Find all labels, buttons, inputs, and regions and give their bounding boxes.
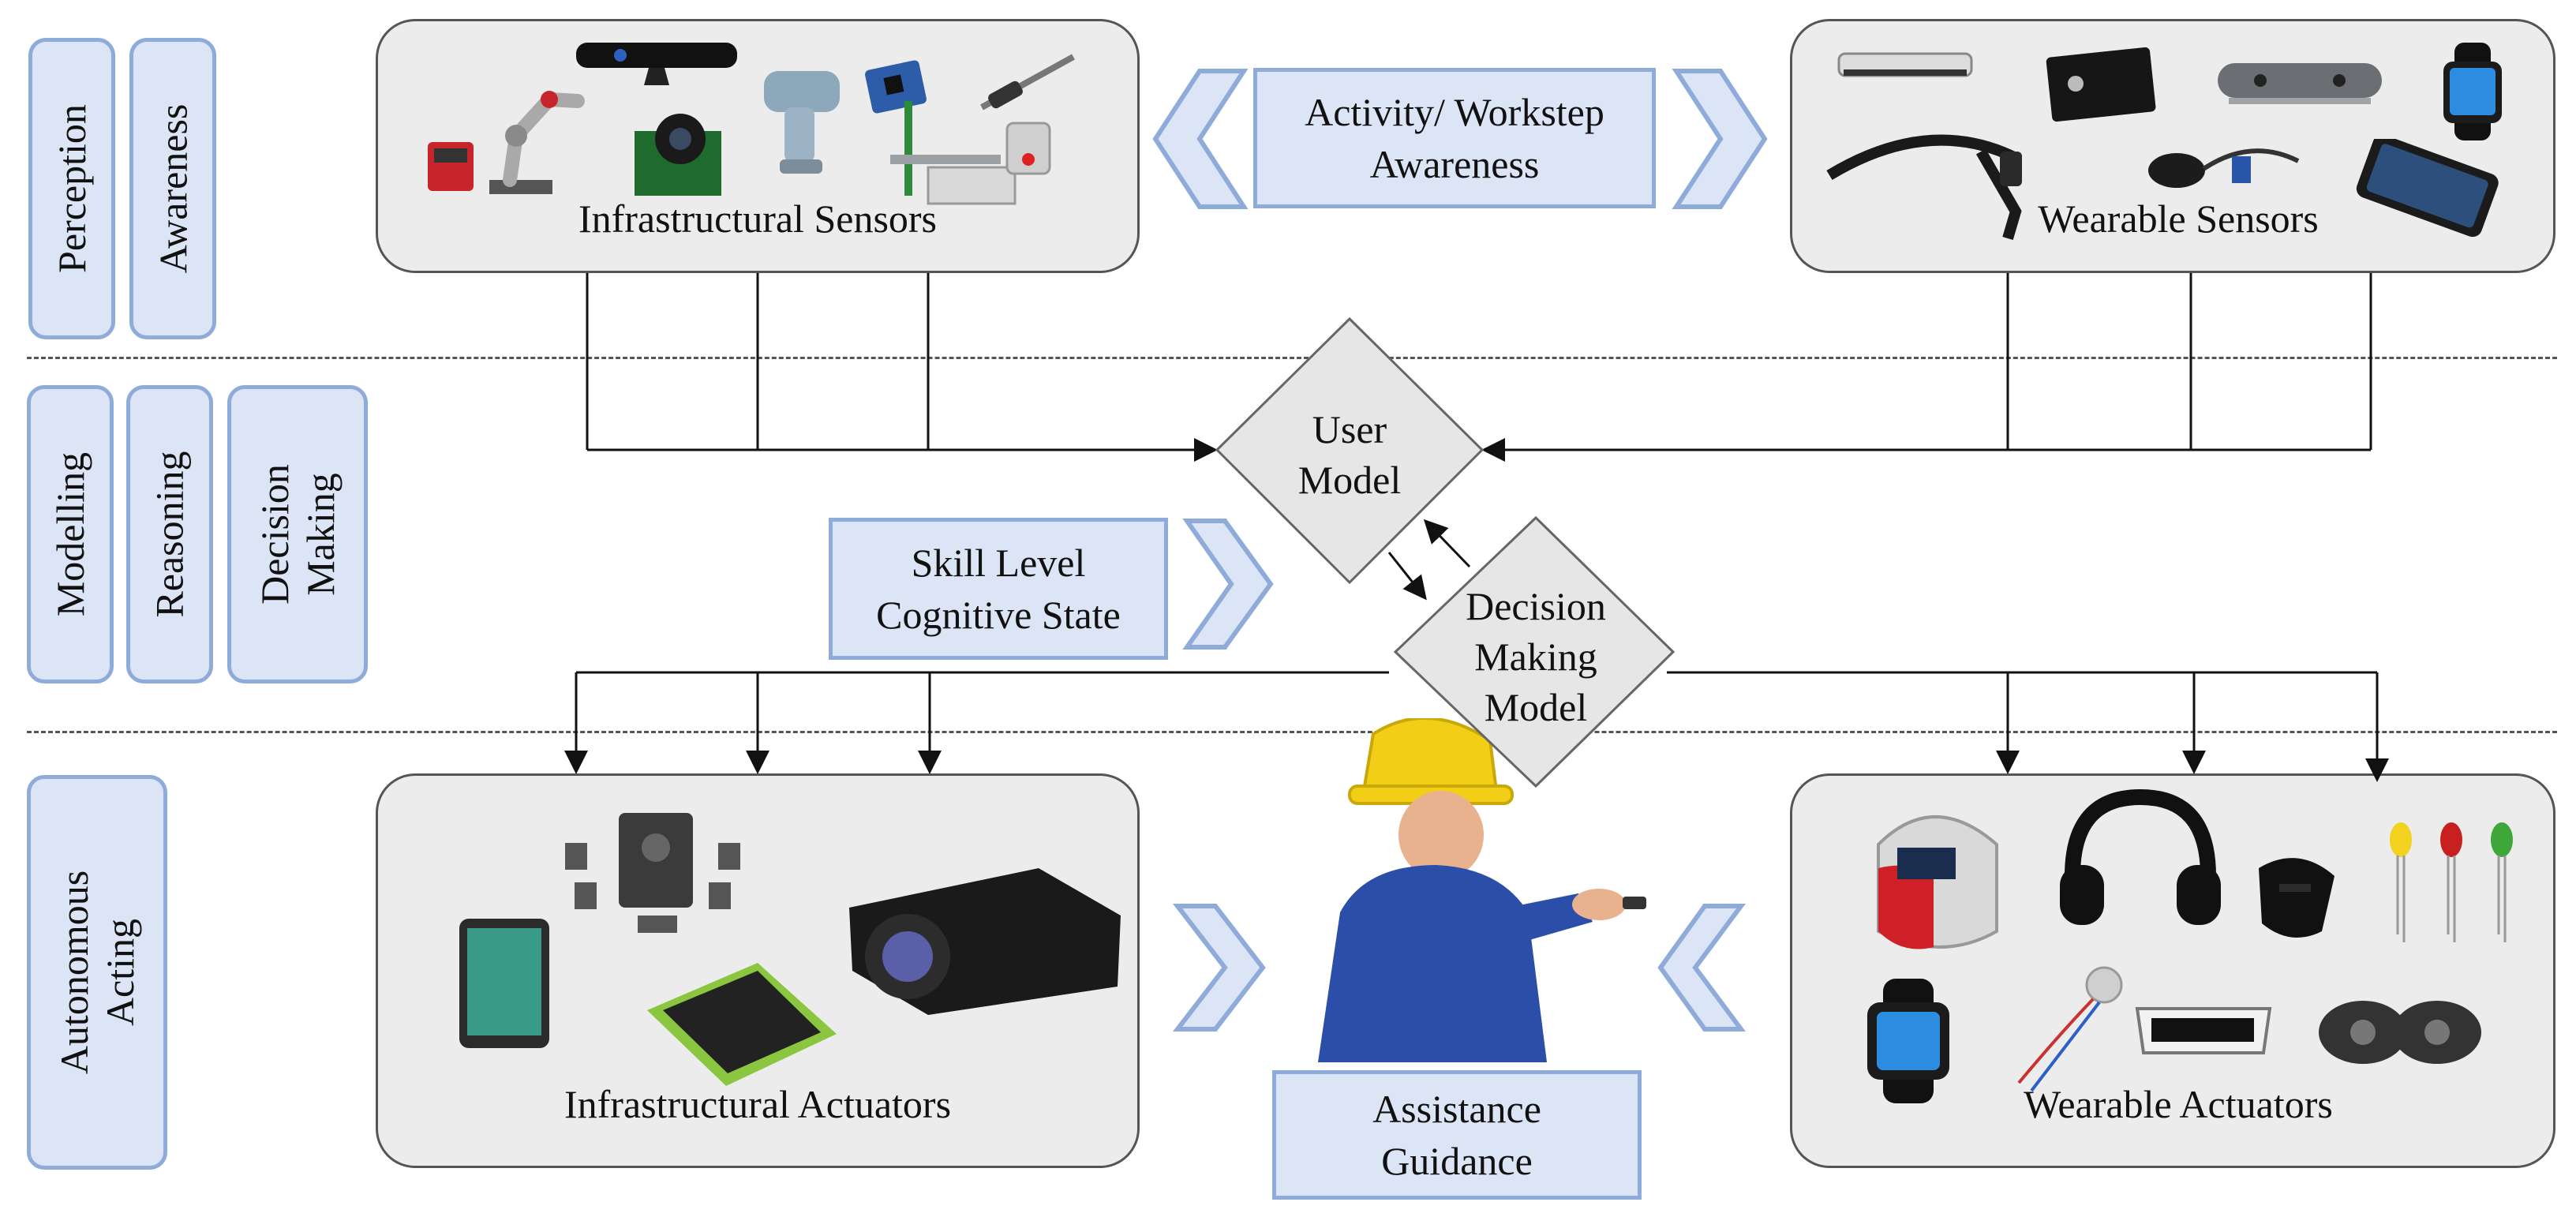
chevron-left-icon [1152, 69, 1249, 209]
assistance-guidance-text: Assistance Guidance [1372, 1087, 1541, 1183]
chevron-right-icon-3 [1172, 904, 1266, 1032]
decision-model-label: Decision Making Model [1466, 584, 1606, 729]
wearable-actuators-label: Wearable Actuators [2024, 1082, 2333, 1126]
gantry-machine-icon [890, 101, 1051, 205]
layer-tag-decision-making: Decision Making [227, 385, 368, 683]
welding-helmet-icon [1877, 815, 1998, 949]
headphones-icon [2060, 789, 2221, 925]
user-model-label: User Model [1297, 407, 1402, 502]
led-icon [2390, 822, 2513, 942]
depth-camera-icon [576, 43, 737, 85]
layer-tag-reasoning: Reasoning [126, 385, 213, 683]
earbuds-icon [2319, 1001, 2481, 1064]
infrastructural-actuators-label: Infrastructural Actuators [564, 1082, 952, 1126]
activity-awareness-box: Activity/ Workstep Awareness [1253, 68, 1656, 208]
skill-level-box: Skill Level Cognitive State [829, 518, 1168, 660]
layer-tag-perception: Perception [28, 38, 115, 339]
layer-tag-modelling: Modelling [27, 385, 114, 683]
pen-sensor-icon [980, 54, 1075, 110]
separator-perception-modelling [27, 357, 2557, 359]
worker-icon [1318, 718, 1646, 1062]
vibration-motor-icon [2017, 966, 2123, 1092]
activity-awareness-text: Activity/ Workstep Awareness [1305, 90, 1604, 186]
chevron-left-icon-2 [1657, 904, 1746, 1032]
smartwatch-icon [2443, 43, 2502, 140]
sensor-board-icon [865, 60, 927, 114]
projector-icon [849, 868, 1121, 1015]
imu-module-icon [2046, 47, 2156, 122]
smart-screwdriver-icon [764, 71, 840, 174]
wearable-sensors-label: Wearable Sensors [2038, 197, 2319, 241]
smartphone-icon [2356, 139, 2499, 238]
vibration-pad-icon [647, 963, 837, 1086]
wristband-icon [2259, 858, 2334, 938]
layer-tag-awareness: Awareness [129, 38, 216, 339]
depth-camera-icon-2 [2218, 63, 2382, 104]
smartwatch-icon-2 [1867, 979, 1949, 1103]
user-model-diamond [1215, 316, 1485, 585]
motion-tracker-bar-icon [1837, 52, 1973, 77]
decision-model-diamond [1393, 515, 1676, 788]
skill-level-text: Skill Level Cognitive State [876, 541, 1121, 637]
tablet-icon [459, 919, 549, 1048]
smart-glasses-icon [2135, 1007, 2272, 1054]
camera-board-icon [635, 114, 721, 196]
ear-sensor-icon [2148, 148, 2300, 188]
chevron-right-icon-2 [1182, 519, 1274, 650]
welding-robot-icon [428, 91, 585, 194]
eeg-headset-icon [1826, 134, 2022, 240]
infrastructural-sensors-label: Infrastructural Sensors [578, 197, 938, 241]
assistance-guidance-box: Assistance Guidance [1272, 1070, 1642, 1200]
layer-tag-autonomous-acting: Autonomous Acting [27, 775, 167, 1170]
separator-modelling-acting [27, 731, 2557, 733]
speaker-system-icon [565, 813, 740, 933]
chevron-right-icon [1672, 69, 1768, 209]
